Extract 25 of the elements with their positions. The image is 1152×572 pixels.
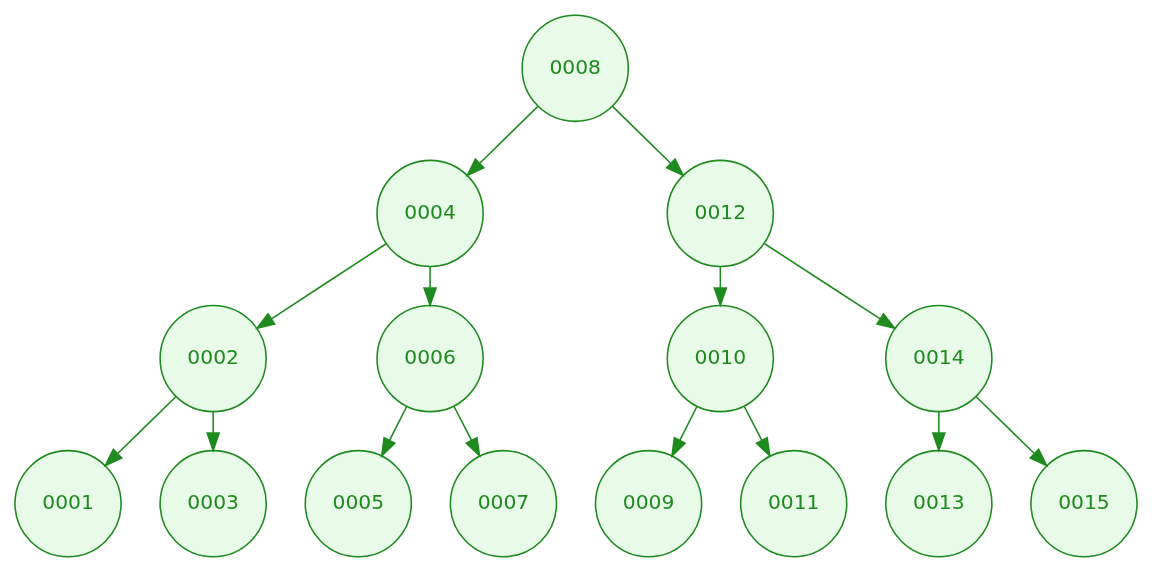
arrow: [423, 265, 438, 308]
arrow: [743, 405, 771, 458]
arrow: [713, 265, 728, 308]
node-circle: 0010: [666, 304, 775, 413]
arrow: [380, 405, 408, 458]
arrow: [611, 105, 685, 178]
node-circle: 0009: [594, 449, 703, 558]
node-circle: 0002: [159, 304, 267, 413]
arrow: [670, 405, 698, 458]
node-circle: 0006: [376, 304, 484, 413]
arrow: [975, 395, 1049, 468]
arrow: [453, 405, 481, 458]
node-circle: 0013: [885, 449, 993, 558]
node-circle: 0011: [739, 449, 848, 558]
arrow: [763, 242, 897, 330]
arrow: [103, 395, 177, 468]
node-circle: 0008: [521, 14, 630, 123]
node-circle: 0014: [885, 304, 993, 413]
node-circle: 0005: [304, 449, 413, 558]
arrow: [465, 105, 539, 178]
arrow: [255, 242, 387, 330]
arrow: [206, 411, 221, 453]
node-circle: 0003: [159, 449, 267, 558]
arrow: [931, 411, 946, 453]
node-circle: 0007: [449, 449, 558, 558]
